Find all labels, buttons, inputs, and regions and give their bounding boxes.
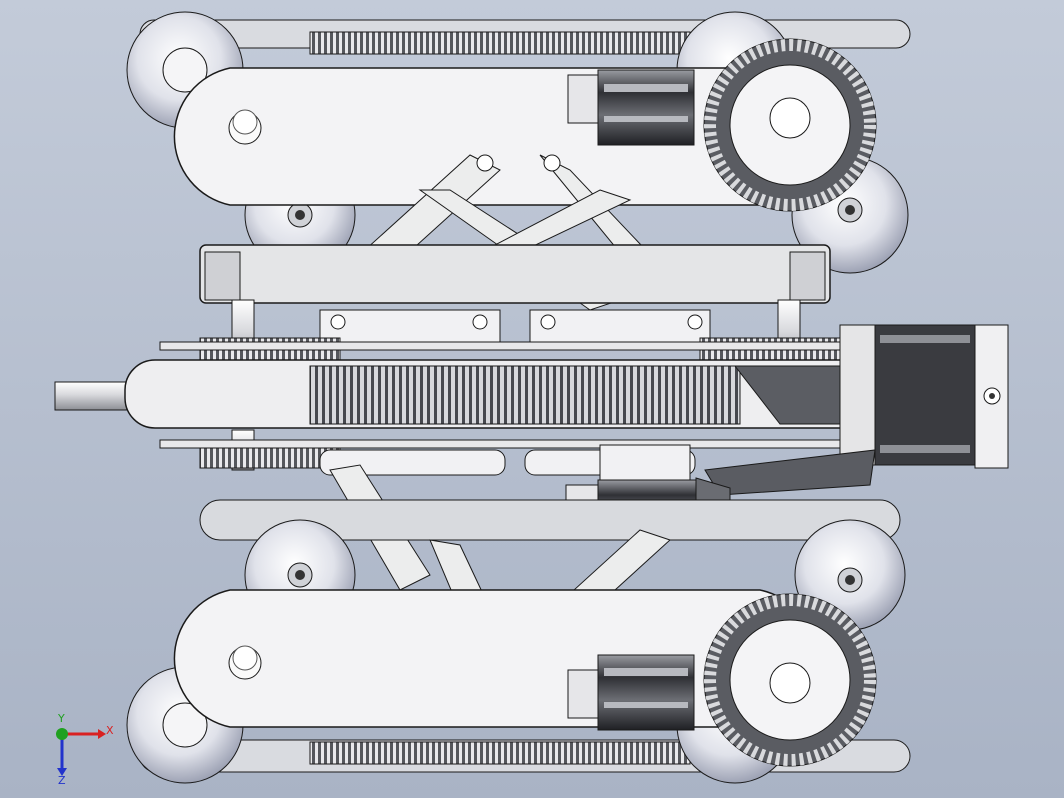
bottom-bevel-gear [703,593,877,767]
top-crossbar [199,244,831,304]
x-axis-arrow [98,729,106,739]
bottom-track-teeth [309,741,691,765]
center-gear-rack [309,365,741,425]
top-bevel-gear [703,38,877,212]
bottom-track-module[interactable] [126,464,911,784]
center-drive-assembly[interactable] [54,299,1009,535]
orientation-triad[interactable]: X Y Z [40,712,120,792]
top-left-wheel-hub [162,47,208,93]
output-shaft [54,381,136,411]
z-axis-label: Z [58,774,66,787]
bottom-upper-belt [199,499,901,541]
bottom-drive-motor [567,654,695,731]
top-track-teeth [309,31,691,55]
top-track-module[interactable] [126,11,911,311]
z-axis-arrow [57,768,67,776]
x-axis-label: X [106,724,114,737]
y-axis-label: Y [58,712,65,725]
top-drive-motor [567,69,695,146]
y-axis-dot [56,728,68,740]
triad-axes [56,728,106,776]
center-stepper-motor [839,324,1009,469]
